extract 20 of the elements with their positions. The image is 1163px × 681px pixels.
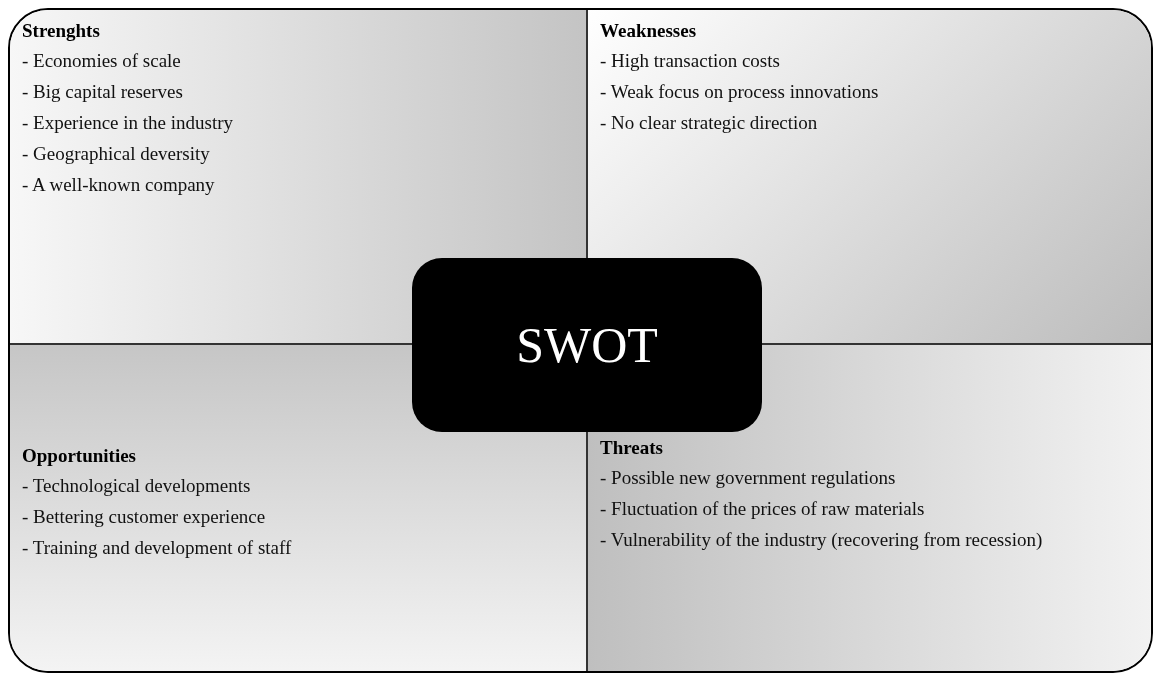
list-item: - A well-known company bbox=[22, 173, 215, 197]
list-item: - Technological developments bbox=[22, 474, 251, 498]
list-item: - Big capital reserves bbox=[22, 80, 183, 104]
list-item: - Experience in the industry bbox=[22, 111, 234, 135]
list-item: - Economies of scale bbox=[22, 49, 181, 73]
quadrant-heading: Opportunities bbox=[22, 444, 137, 468]
quadrant-heading: Weaknesses bbox=[600, 19, 697, 43]
list-item: - Geographical deversity bbox=[22, 142, 210, 166]
list-item: - Fluctuation of the prices of raw materials bbox=[600, 497, 925, 521]
center-badge bbox=[412, 258, 762, 432]
list-item: - Possible new government regulations bbox=[600, 466, 896, 490]
list-item: - Vulnerability of the industry (recovering from recession) bbox=[600, 528, 1043, 552]
quadrant-heading: Threats bbox=[600, 436, 663, 460]
list-item: - Training and development of staff bbox=[22, 536, 292, 560]
quadrant-heading: Strenghts bbox=[22, 19, 100, 43]
list-item: - High transaction costs bbox=[600, 49, 780, 73]
list-item: - No clear strategic direction bbox=[600, 111, 818, 135]
list-item: - Bettering customer experience bbox=[22, 505, 266, 529]
center-title: SWOT bbox=[516, 317, 658, 373]
list-item: - Weak focus on process innovations bbox=[600, 80, 879, 104]
